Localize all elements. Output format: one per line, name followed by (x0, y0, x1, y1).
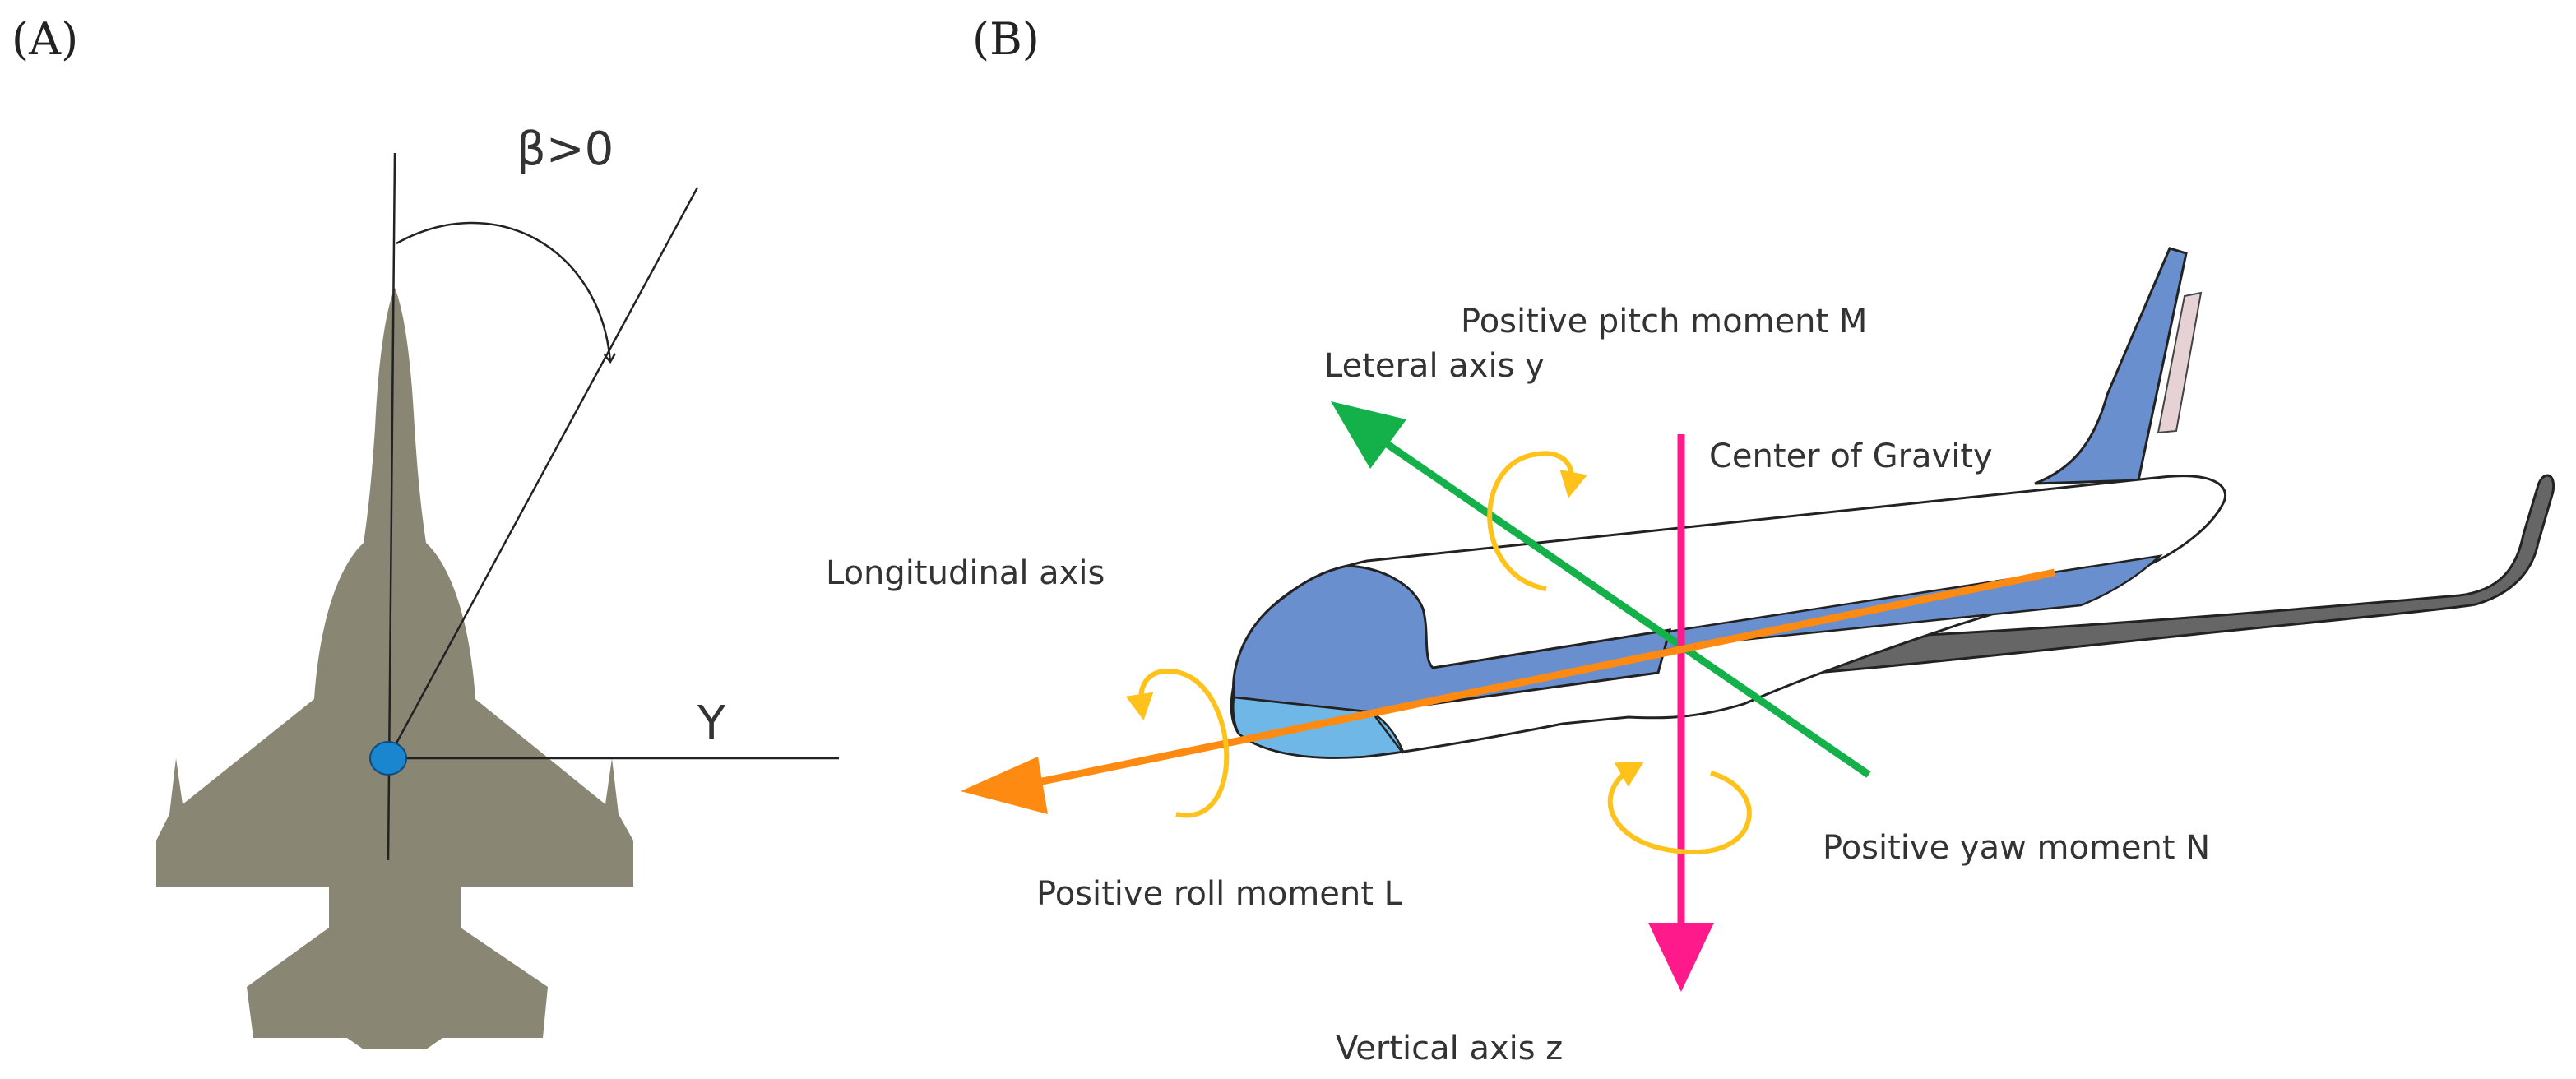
longitudinal-axis-arrowhead (961, 757, 1048, 814)
vertical-axis-label: Vertical axis z (1336, 1030, 1563, 1067)
pitch-rotation-arrow-icon (1487, 451, 1587, 591)
center-of-gravity-label: Center of Gravity (1709, 438, 1993, 475)
lateral-axis-label: Leteral axis y (1324, 347, 1545, 385)
vertical-tail (2034, 247, 2188, 485)
longitudinal-axis-label: Longitudinal axis (826, 554, 1105, 592)
lateral-axis-arrowhead (1331, 401, 1406, 469)
panel-a: (A) β>0 Y (12, 13, 839, 1049)
pitch-moment-label: Positive pitch moment M (1461, 303, 1867, 340)
panel-a-label: (A) (12, 13, 78, 65)
panel-b: (B) Positive pitc (826, 13, 2555, 1067)
roll-moment-label: Positive roll moment L (1036, 875, 1403, 913)
longitudinal-axis-line (1026, 568, 2055, 789)
curved-arrow-icon (396, 221, 610, 362)
vertical-axis-arrowhead (1648, 923, 1714, 992)
yaw-rotation-arrow-icon (1607, 761, 1752, 855)
nose-divider (1371, 711, 1404, 754)
roll-rotation-arrow-icon (1125, 668, 1230, 818)
y-axis-label: Y (697, 697, 726, 750)
yaw-moment-label: Positive yaw moment N (1823, 829, 2210, 867)
center-of-gravity-dot-icon (369, 741, 407, 776)
lateral-axis-line (1373, 433, 1871, 778)
airliner-icon (1230, 247, 2555, 759)
tail-fin-stripe (2157, 291, 2203, 434)
velocity-direction-line (387, 187, 699, 759)
beta-label: β>0 (517, 123, 614, 176)
panel-b-label: (B) (972, 13, 1040, 65)
fighter-jet-silhouette-icon (156, 288, 633, 1049)
